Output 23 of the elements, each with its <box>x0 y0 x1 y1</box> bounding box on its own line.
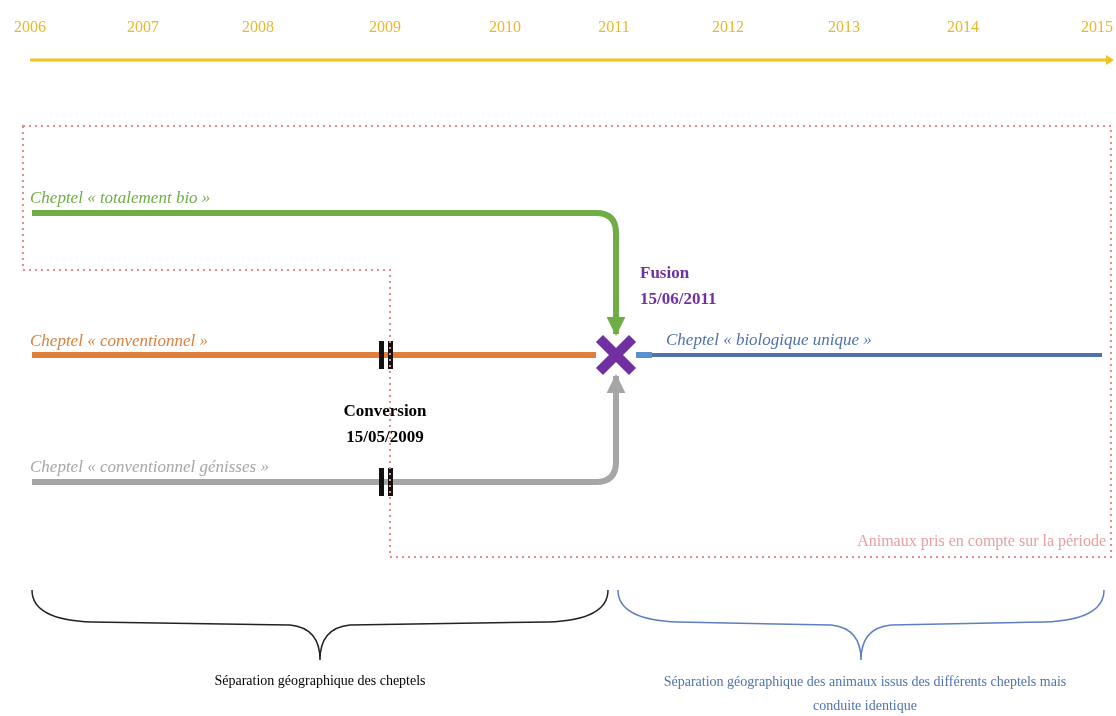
year-label: 2011 <box>597 18 631 36</box>
event-label: Fusion 15/06/2011 <box>640 262 718 310</box>
annotation-text: Séparation géographique des animaux issus des différents cheptels mais conduite identique <box>662 673 1068 715</box>
herd-label: Cheptel « conventionnel génisses » <box>30 456 370 482</box>
year-label: 2007 <box>126 18 160 36</box>
herd-label: Cheptel « biologique unique » <box>652 329 1102 357</box>
year-label: 2015 <box>1080 18 1114 36</box>
herd-label: Cheptel « totalement bio » <box>30 187 280 213</box>
year-label: 2014 <box>946 18 980 36</box>
annotation-text: Séparation géographique des cheptels <box>213 673 427 689</box>
year-label: 2009 <box>368 18 402 36</box>
herd-label: Cheptel « conventionnel » <box>30 330 292 355</box>
merge-cross <box>596 335 636 375</box>
year-label: 2013 <box>827 18 861 36</box>
event-label: Conversion 15/05/2009 <box>342 400 428 448</box>
region-label: Animaux pris en compte sur la période <box>857 532 1106 550</box>
year-label: 2010 <box>488 18 522 36</box>
arrow <box>32 374 626 485</box>
arrow <box>32 210 626 336</box>
year-label: 2008 <box>241 18 275 36</box>
year-label: 2012 <box>711 18 745 36</box>
year-label: 2006 <box>13 18 47 36</box>
dotted-region <box>22 125 1112 558</box>
